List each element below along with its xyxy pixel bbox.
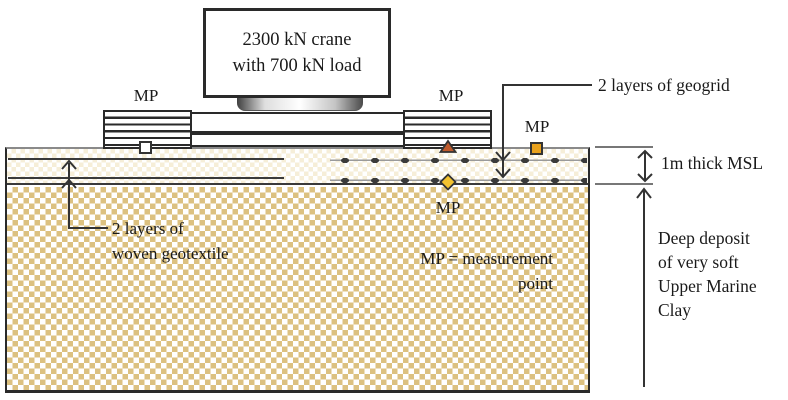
geotextile-leader-vertical [68, 163, 70, 229]
geotextile-layer-2 [8, 177, 284, 179]
msl-dimension-top-line [595, 146, 653, 148]
geotextile-leader-horizontal [68, 227, 108, 229]
crane-cab: 2300 kN crane with 700 kN load [203, 8, 391, 98]
mp-legend-line2: point [518, 274, 553, 293]
clay-description-line1: Deep deposit [658, 228, 750, 248]
crane-carbody-upper [190, 112, 407, 133]
mp-marker-diamond [439, 173, 457, 191]
msl-dimension-arrow-shaft [644, 152, 646, 180]
marine-clay-layer [7, 187, 588, 390]
arrowhead-down-geogrid-2-icon [495, 168, 511, 179]
crane-label-line1: 2300 kN crane [242, 30, 352, 50]
arrowhead-up-clay-icon [636, 187, 652, 199]
geogrid-layer-2 [330, 176, 587, 185]
arrowhead-down-msl-icon [637, 173, 653, 183]
clay-description: Deep deposit of very soft Upper Marine C… [658, 226, 757, 322]
geotextile-annotation-line1: 2 layers of [112, 219, 184, 238]
crane-carbody-lower [190, 133, 407, 147]
mp-label-surface-square: MP [524, 117, 550, 136]
arrowhead-up-geotextile-1-icon [61, 159, 77, 170]
arrowhead-up-geotextile-2-icon [61, 178, 77, 189]
geotextile-annotation-line2: woven geotextile [112, 244, 229, 263]
geogrid-annotation: 2 layers of geogrid [598, 75, 730, 95]
crane-label-line2: with 700 kN load [232, 56, 362, 76]
geogrid-leader-horizontal [503, 84, 592, 86]
mp-legend-line1: MP = measurement [420, 249, 553, 268]
arrowhead-down-geogrid-1-icon [495, 151, 511, 162]
mp-marker-white-square [139, 141, 152, 154]
mp-label-interface-diamond: MP [435, 198, 461, 217]
msl-thickness-label: 1m thick MSL [661, 153, 764, 173]
geogrid-leader-vertical [502, 84, 504, 176]
mp-legend: MP = measurement point [380, 246, 553, 296]
geogrid-layer-1 [330, 156, 587, 165]
soil-block [5, 147, 590, 393]
msl-dimension-bottom-line [595, 183, 653, 185]
mp-marker-triangle [438, 139, 458, 153]
mp-label-left-track: MP [133, 86, 159, 105]
mp-label-right-track: MP [438, 86, 464, 105]
mp-marker-orange-square [530, 142, 543, 155]
clay-description-line4: Clay [658, 300, 692, 320]
geotextile-annotation: 2 layers of woven geotextile [112, 216, 229, 266]
clay-description-line2: of very soft [658, 252, 739, 272]
arrowhead-up-msl-icon [637, 149, 653, 159]
geotextile-layer-1 [8, 158, 284, 160]
clay-description-line3: Upper Marine [658, 276, 757, 296]
clay-depth-arrow-shaft [643, 190, 645, 387]
crane-turntable [237, 98, 363, 111]
